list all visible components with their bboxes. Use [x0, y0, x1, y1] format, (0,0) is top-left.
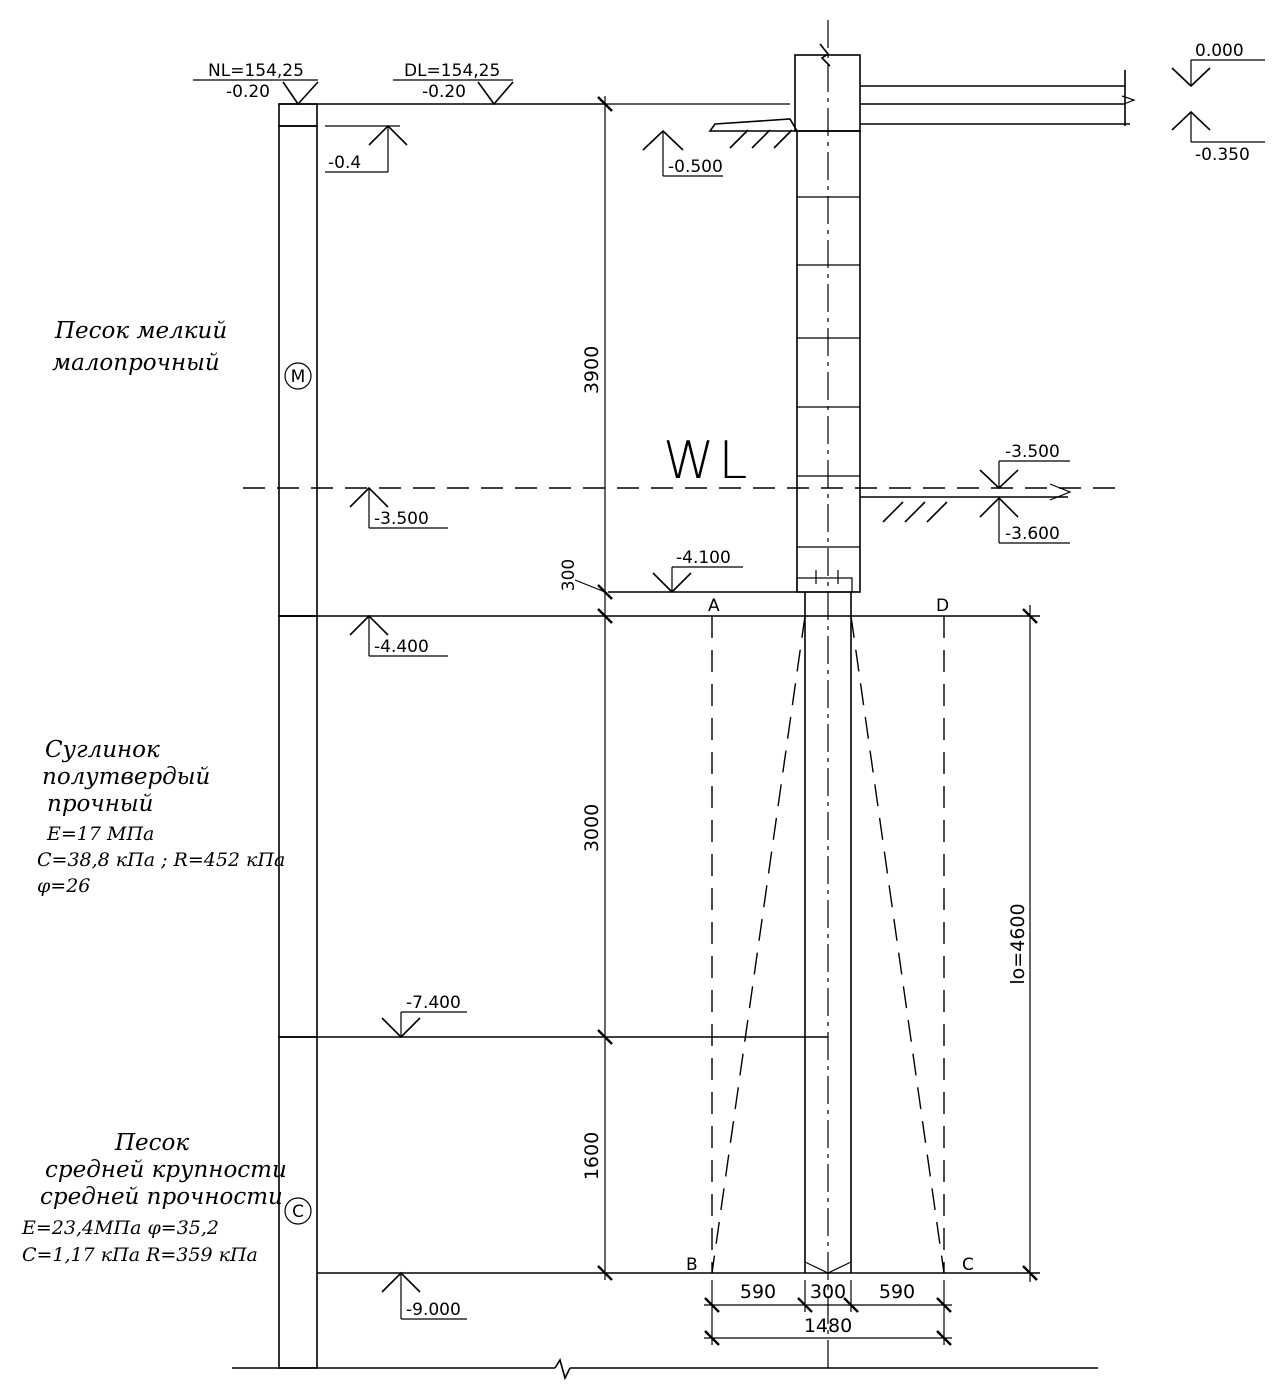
- mark-3500-left: -3.500: [374, 509, 429, 529]
- mark-dl: DL=154,25: [404, 61, 500, 81]
- layer-2-name-line-1: Суглинок: [45, 737, 160, 763]
- layer-1-name-line-2: малопрочный: [52, 350, 220, 376]
- elevation-mark-9000: -9.000: [381, 1271, 467, 1320]
- elevation-mark-0000: 0.000: [1171, 41, 1265, 88]
- mark-0000: 0.000: [1195, 41, 1244, 61]
- pile: [804, 592, 852, 1274]
- dim-lo: lo=4600: [1007, 903, 1029, 984]
- conditional-foundation-contour: [711, 615, 945, 1274]
- elevation-mark-4400: -4.400: [349, 614, 448, 657]
- vertical-dimension-right: [1022, 605, 1038, 1282]
- svg-text:M: M: [291, 367, 306, 387]
- vertical-dimension-left: [574, 96, 613, 1281]
- elevation-mark-dl: DL=154,25 -0.20: [393, 61, 514, 106]
- floor-slab: [860, 70, 1136, 126]
- mark-4400: -4.400: [374, 637, 429, 657]
- mark-nl: NL=154,25: [208, 61, 304, 81]
- point-a-label: A: [708, 596, 720, 616]
- layer-1-name-line-1: Песок мелкий: [54, 318, 227, 344]
- dim-300-bottom: 300: [810, 1281, 846, 1303]
- layer-description-3: Песок средней крупности средней прочност…: [21, 1130, 287, 1266]
- elevation-mark-04: -0.4: [325, 124, 408, 173]
- mark-0500: -0.500: [668, 157, 723, 177]
- point-c-label: C: [962, 1255, 974, 1275]
- elevation-mark-nl: NL=154,25 -0.20: [193, 61, 319, 106]
- layer-marker-c: C: [284, 1197, 312, 1225]
- elevation-mark-0500: -0.500: [642, 129, 723, 177]
- point-b-label: B: [686, 1255, 698, 1275]
- layer-3-prop-1: E=23,4МПа φ=35,2: [21, 1217, 219, 1239]
- mark-9000: -9.000: [406, 1300, 461, 1320]
- svg-text:C: C: [292, 1202, 304, 1222]
- dim-590-right: 590: [879, 1281, 915, 1303]
- layer-3-name-line-1: Песок: [114, 1130, 189, 1156]
- layer-2-prop-2: C=38,8 кПа ; R=452 кПа: [37, 849, 285, 871]
- elevation-mark-3500-right: -3.500: [979, 442, 1070, 490]
- horizontal-dimensions: [704, 1280, 952, 1346]
- layer-2-name-line-3: прочный: [47, 791, 153, 817]
- dim-1480: 1480: [804, 1315, 852, 1337]
- layer-marker-m: M: [284, 362, 312, 390]
- layer-3-prop-2: C=1,17 кПа R=359 кПа: [22, 1244, 258, 1266]
- point-d-label: D: [936, 596, 949, 616]
- elevation-mark-7400: -7.400: [381, 993, 467, 1039]
- dim-3900: 3900: [581, 346, 603, 394]
- mark-0350: -0.350: [1195, 145, 1250, 165]
- layer-2-prop-1: E=17 МПа: [46, 823, 154, 845]
- dim-590-left: 590: [740, 1281, 776, 1303]
- mark-3500-right: -3.500: [1005, 442, 1060, 462]
- elevation-mark-3500-left: -3.500: [349, 486, 448, 529]
- layer-description-1: Песок мелкий малопрочный: [52, 318, 227, 376]
- layer-2-name-line-2: полутвердый: [42, 764, 210, 790]
- elevation-mark-4100: -4.100: [652, 548, 743, 594]
- dim-3000: 3000: [581, 804, 603, 852]
- layer-3-name-line-3: средней прочности: [40, 1184, 283, 1210]
- elevation-mark-0350: -0.350: [1171, 110, 1265, 165]
- dim-300-top: 300: [559, 559, 579, 591]
- layer-2-prop-3: φ=26: [37, 875, 90, 897]
- mark-7400: -7.400: [406, 993, 461, 1013]
- mark-4100: -4.100: [676, 548, 731, 568]
- elevation-mark-3600: -3.600: [979, 496, 1070, 544]
- mark-dl-rel: -0.20: [422, 82, 466, 102]
- mark-04: -0.4: [328, 153, 361, 173]
- mark-nl-rel: -0.20: [226, 82, 270, 102]
- layer-3-name-line-2: средней крупности: [45, 1157, 287, 1183]
- layer-description-2: Суглинок полутвердый прочный E=17 МПа C=…: [37, 737, 285, 897]
- water-level-label: WL: [663, 431, 751, 491]
- dim-1600: 1600: [581, 1132, 603, 1180]
- mark-3600: -3.600: [1005, 524, 1060, 544]
